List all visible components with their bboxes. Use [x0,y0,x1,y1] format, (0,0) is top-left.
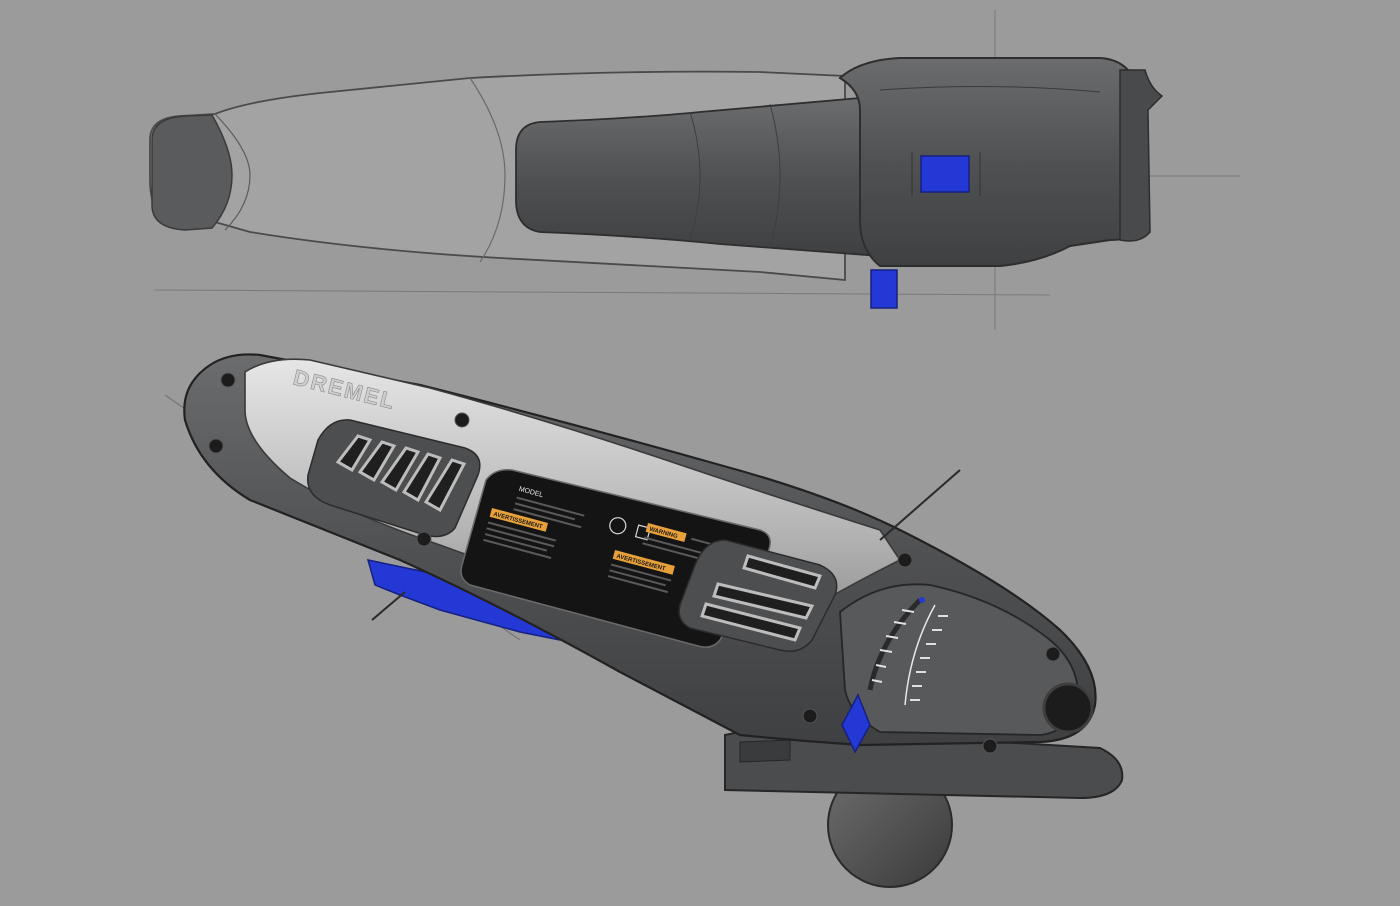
top-view-blue-lever [870,269,898,309]
top-view-head [838,57,1147,267]
top-view-blue-switch [920,155,970,193]
top-view-end-cap [151,114,233,231]
top-view-grip [515,97,881,257]
base-plate [724,726,1124,800]
top-view [149,57,1164,309]
perspective-view: DREMEL MODEL [183,353,1124,888]
front-vent [678,539,838,652]
bevel-indicator [919,597,925,603]
arbor-knob [1042,682,1094,734]
blade-guard [839,583,1079,736]
bevel-scale [867,598,948,706]
rear-vent [306,419,481,538]
blue-depth-knob [841,693,871,754]
screws [208,372,1061,754]
